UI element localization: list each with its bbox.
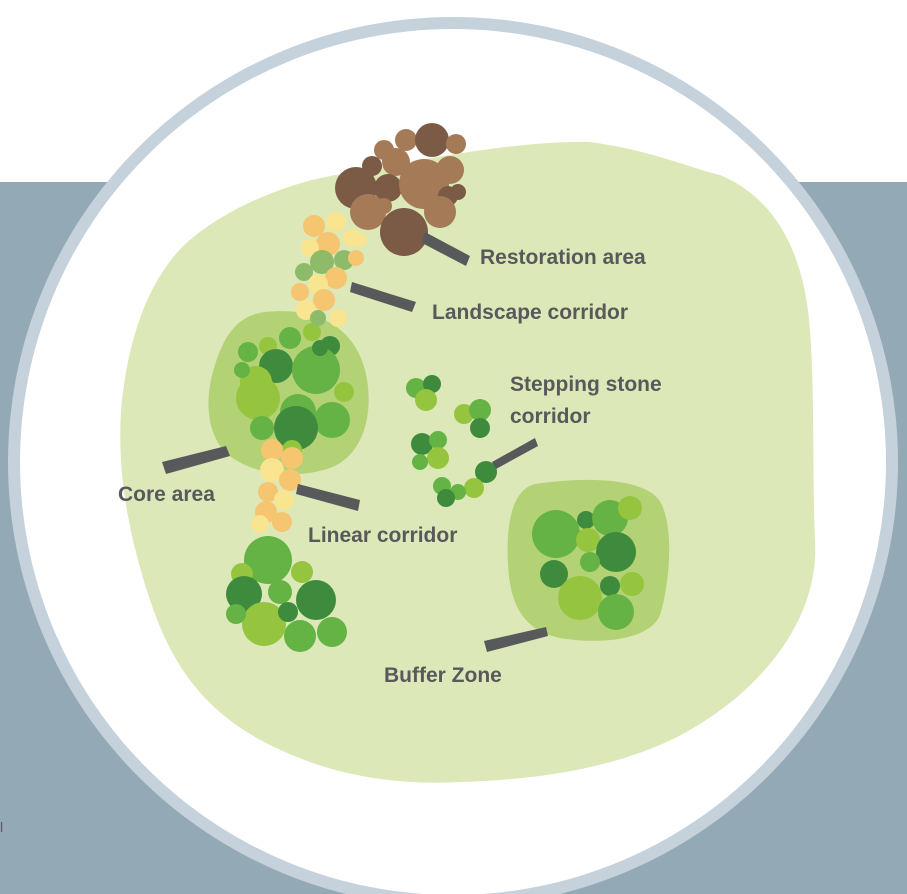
label-buffer-zone: Buffer Zone [384,664,502,687]
tree-blob [600,576,620,596]
label-stepping-stone-line1: Stepping stone [510,373,662,396]
corridor-blob [281,447,303,469]
tree-blob [532,510,580,558]
tree-blob [284,620,316,652]
stepping-stone [427,447,449,469]
corridor-blob [251,515,269,533]
restoration-blob [395,129,417,151]
tree-blob [317,617,347,647]
corridor-blob [274,490,294,510]
corridor-blob [326,212,346,232]
restoration-blob [424,196,456,228]
tree-blob [312,340,328,356]
tree-blob [334,382,354,402]
tree-blob [596,532,636,572]
corridor-blob [325,267,347,289]
tree-blob [618,496,642,520]
tree-blob [580,552,600,572]
stepping-stone [429,431,447,449]
restoration-blob [380,208,428,256]
corridor-blob [303,215,325,237]
stepping-stone [470,418,490,438]
corridor-blob [348,250,364,266]
label-core-area: Core area [118,483,215,506]
tree-blob [238,342,258,362]
restoration-blob [415,123,449,157]
tree-blob [558,576,602,620]
tree-blob [268,580,292,604]
tree-blob [226,604,246,624]
restoration-blob [446,134,466,154]
tree-blob [279,327,301,349]
stepping-stone [412,454,428,470]
stepping-stone [464,478,484,498]
corridor-blob [272,512,292,532]
corridor-blob [353,233,367,247]
corridor-blob [329,309,347,327]
tree-blob [250,416,274,440]
tree-blob [234,362,250,378]
restoration-blob [450,184,466,200]
stepping-stone [469,399,491,421]
tree-blob [598,594,634,630]
edge-mark: l [0,819,3,835]
label-landscape-corridor: Landscape corridor [432,301,628,324]
corridor-blob [313,289,335,311]
corridor-blob [310,310,326,326]
tree-blob [620,572,644,596]
corridor-blob [291,283,309,301]
stepping-stone [437,489,455,507]
restoration-blob [376,198,392,214]
tree-blob [278,602,298,622]
stepping-stone [415,389,437,411]
tree-blob [236,376,280,420]
corridor-blob [261,439,283,461]
label-stepping-stone-line2: corridor [510,405,591,428]
label-restoration-area: Restoration area [480,246,646,269]
tree-blob [296,580,336,620]
tree-blob [291,561,313,583]
tree-blob [314,402,350,438]
label-linear-corridor: Linear corridor [308,524,457,547]
